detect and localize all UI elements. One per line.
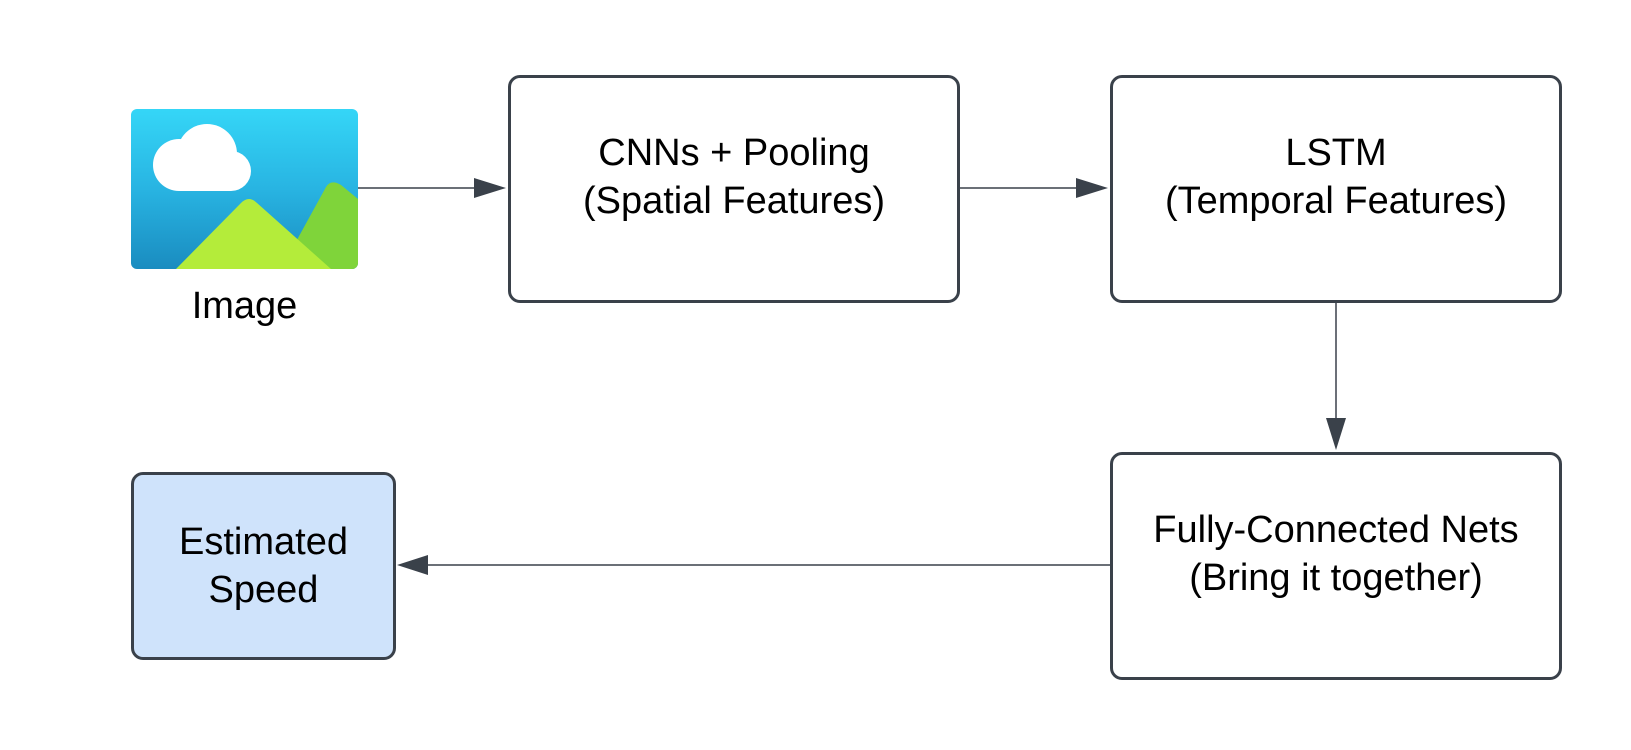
arrow-cnn-to-lstm xyxy=(960,178,1108,198)
fully-connected-node: Fully-Connected Nets (Bring it together) xyxy=(1110,452,1562,680)
cnn-node-title: CNNs + Pooling xyxy=(598,132,870,174)
arrow-fc-to-output xyxy=(397,555,1110,575)
cloud-shape xyxy=(153,124,251,191)
estimated-speed-node: Estimated Speed xyxy=(131,472,396,660)
image-placeholder-icon xyxy=(131,109,358,269)
lstm-node-subtitle: (Temporal Features) xyxy=(1164,180,1508,222)
fc-node-subtitle: (Bring it together) xyxy=(1189,557,1483,599)
image-label: Image xyxy=(191,285,298,327)
output-node-line1: Estimated xyxy=(179,521,348,563)
output-node-line2: Speed xyxy=(208,569,319,611)
cnn-node-subtitle: (Spatial Features) xyxy=(582,180,885,222)
cnn-pooling-node: CNNs + Pooling (Spatial Features) xyxy=(508,75,960,303)
lstm-node-title: LSTM xyxy=(1285,132,1387,174)
hills-shape xyxy=(176,182,358,269)
arrow-image-to-cnn xyxy=(358,178,506,198)
fc-node-title: Fully-Connected Nets xyxy=(1153,509,1519,551)
arrow-lstm-to-fc xyxy=(1326,303,1346,450)
lstm-node: LSTM (Temporal Features) xyxy=(1110,75,1562,303)
